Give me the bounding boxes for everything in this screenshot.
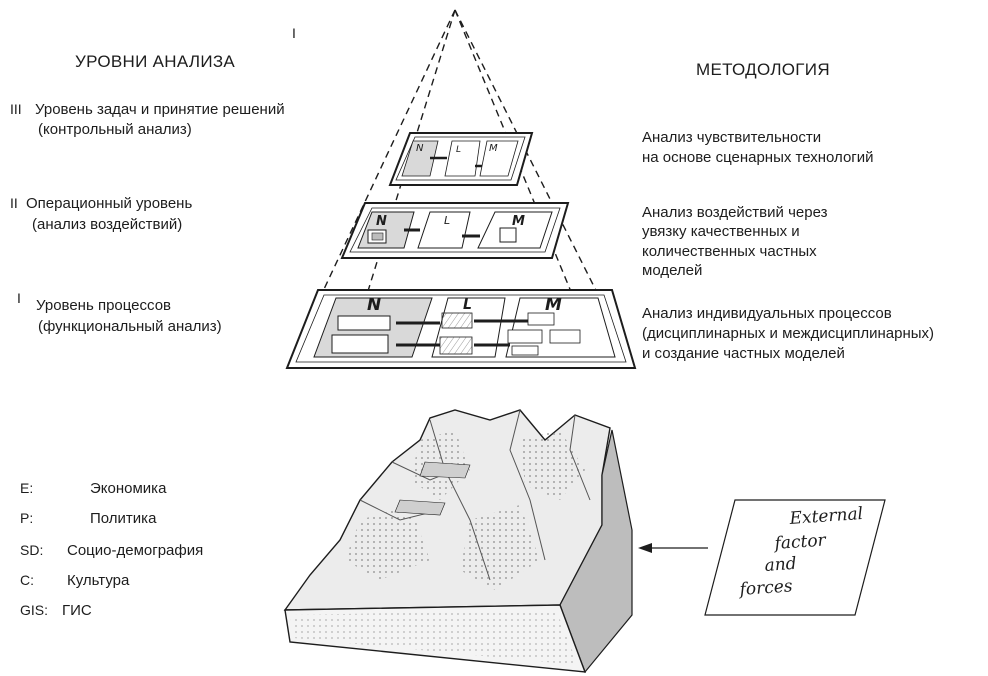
level-1-numeral: I — [17, 290, 21, 306]
level-3-title: Уровень задач и принятие решений — [35, 101, 285, 118]
top-mark: I — [292, 25, 296, 41]
level-1-title: Уровень процессов — [36, 297, 171, 314]
level-2-subtitle: (анализ воздействий) — [32, 216, 183, 233]
terrain-block — [283, 409, 633, 674]
plane-level-2: N L M — [340, 202, 570, 259]
plane-2-label-m: M — [512, 214, 525, 229]
legend-value-gis: ГИС — [62, 602, 92, 619]
legend-key-p: P: — [20, 510, 34, 526]
legend-key-e: E: — [20, 480, 34, 496]
plane-level-3: N L M — [388, 132, 534, 186]
methodology-heading: МЕТОДОЛОГИЯ — [696, 60, 830, 79]
external-box — [704, 499, 886, 616]
external-line-2: factor — [772, 530, 827, 554]
method-1-line-2: (дисциплинарных и междисциплинарных) — [642, 325, 935, 342]
legend-key-c: C: — [20, 572, 34, 588]
legend-value-e: Экономика — [90, 480, 167, 497]
method-3-line-1: Анализ чувствительности — [642, 129, 822, 146]
method-2-line-2: увязку качественных и — [642, 223, 800, 240]
plane-1-label-m: M — [545, 295, 562, 315]
method-2-line-1: Анализ воздействий через — [642, 204, 828, 221]
external-arrow — [638, 543, 708, 553]
plane-1-label-l: L — [463, 297, 472, 313]
level-3-subtitle: (контрольный анализ) — [38, 121, 192, 138]
legend-value-c: Культура — [67, 572, 130, 589]
method-3-line-2: на основе сценарных технологий — [642, 149, 874, 166]
level-2-title: Операционный уровень — [26, 195, 193, 212]
level-2-numeral: II — [10, 195, 18, 211]
plane-1-label-n: N — [367, 295, 381, 315]
external-line-3: and — [764, 554, 797, 576]
method-1-line-3: и создание частных моделей — [642, 345, 845, 362]
level-1-subtitle: (функциональный анализ) — [38, 318, 222, 335]
legend-value-p: Политика — [90, 510, 157, 527]
plane-3-label-n: N — [416, 143, 424, 154]
legend-key-gis: GIS: — [20, 602, 49, 618]
levels-heading: УРОВНИ АНАЛИЗА — [75, 52, 236, 71]
method-2-line-3: количественных частных — [642, 243, 817, 260]
external-line-4: forces — [737, 576, 793, 600]
plane-level-1: N L M — [285, 289, 637, 369]
plane-3-label-m: M — [489, 143, 498, 154]
level-3-numeral: III — [10, 101, 22, 117]
method-2-line-4: моделей — [642, 262, 703, 279]
plane-2-label-n: N — [376, 214, 387, 229]
legend-key-sd: SD: — [20, 542, 44, 558]
plane-3-label-l: L — [456, 145, 461, 155]
method-1-line-1: Анализ индивидуальных процессов — [642, 305, 892, 322]
legend-value-sd: Социо-демография — [67, 542, 204, 559]
plane-2-label-l: L — [444, 214, 450, 227]
